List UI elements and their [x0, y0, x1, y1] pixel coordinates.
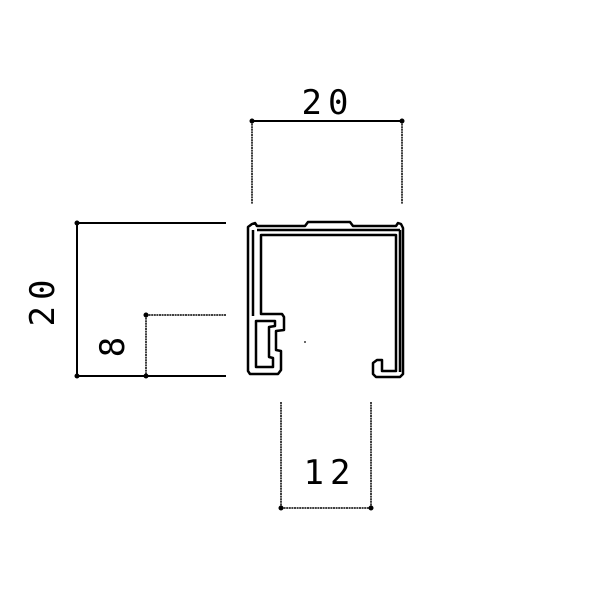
profile-inner-slot	[254, 319, 277, 369]
dimension-endpoint	[368, 505, 374, 511]
dimension-endpoint	[143, 373, 149, 379]
profile-outer-contour	[246, 220, 405, 379]
top-width-label: 20	[302, 83, 355, 123]
inner-offset-dimension: 8	[93, 312, 226, 379]
dimension-endpoint	[249, 118, 255, 124]
inner-offset-label: 8	[93, 331, 133, 357]
channel-profile	[246, 220, 405, 379]
dimension-endpoint	[278, 505, 284, 511]
dimension-endpoint	[143, 312, 149, 318]
dimension-endpoint	[74, 220, 80, 226]
center-mark	[304, 341, 306, 343]
bottom-opening-dimension: 12	[278, 402, 374, 511]
dimension-endpoint	[399, 118, 405, 124]
bottom-opening-label: 12	[304, 453, 357, 493]
top-width-dimension: 20	[249, 83, 405, 204]
dimension-endpoint	[74, 373, 80, 379]
left-height-label: 20	[23, 274, 63, 327]
left-height-dimension: 20	[23, 220, 226, 379]
